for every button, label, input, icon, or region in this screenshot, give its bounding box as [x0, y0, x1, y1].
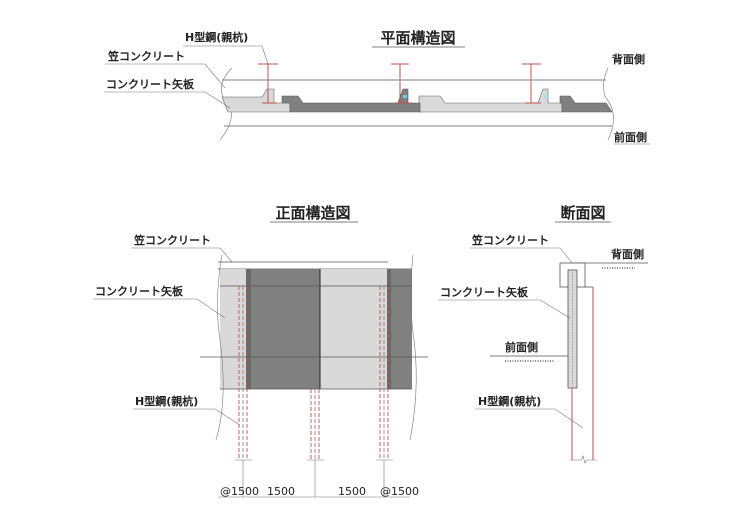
dimension-label: 1500 — [338, 485, 366, 498]
dark-panel — [387, 269, 412, 389]
label-coping: 笠コンクリート — [107, 49, 185, 63]
break-line-left — [215, 254, 224, 441]
dimension-label: 1500 — [267, 485, 295, 498]
leader-line — [104, 91, 231, 109]
leader-line — [470, 247, 573, 264]
h-steel-pile — [238, 286, 248, 460]
dark-panel — [281, 88, 421, 113]
label-panel: コンクリート矢板 — [95, 284, 184, 298]
break-line-right — [409, 254, 417, 441]
label-panel: コンクリート矢板 — [106, 77, 195, 91]
label-front-side: 前面側 — [505, 340, 538, 354]
pile-flange — [246, 269, 251, 389]
joint-marker — [544, 95, 548, 98]
pile-flange — [387, 269, 391, 389]
leader-line — [133, 408, 241, 426]
dimension-label: @1500 — [220, 485, 259, 498]
leader-line — [131, 247, 233, 263]
break-mark — [570, 455, 597, 464]
label-panel: コンクリート矢板 — [440, 285, 529, 299]
plan-view-title: 平面構造図 — [380, 29, 455, 47]
label-h-steel: H型鋼(親杭) — [478, 394, 541, 408]
h-steel-pile — [391, 63, 412, 104]
dimension-label: @1500 — [380, 485, 419, 498]
dark-panel — [246, 269, 320, 389]
light-panel — [418, 88, 563, 113]
label-back-side: 背面側 — [612, 52, 645, 66]
h-steel-pile — [522, 63, 541, 104]
dark-panel — [559, 95, 613, 113]
light-panel — [320, 269, 387, 389]
label-h-steel: H型鋼(親杭) — [135, 394, 198, 408]
light-panel — [220, 269, 246, 389]
break-line-right — [603, 67, 614, 141]
leader-line — [105, 63, 226, 89]
plan-view: 平面構造図 H型鋼(親杭) 笠コンクリート コンクリート矢板 背面側 前面側 — [104, 29, 650, 145]
section-view: 断面図 笠コンクリート 背面側 コンクリート矢板 前面側 H型鋼(親杭) — [438, 204, 648, 464]
h-steel-pile — [310, 389, 320, 460]
label-front-side: 前面側 — [614, 130, 647, 144]
front-view-title: 正面構造図 — [275, 204, 350, 222]
h-steel-pile — [379, 286, 389, 460]
label-back-side: 背面側 — [611, 247, 644, 261]
leader-line — [183, 45, 269, 65]
label-coping: 笠コンクリート — [133, 233, 211, 247]
front-view: 正面構造図 @1500 1500 1500 @1500 笠コンクリート — [93, 204, 428, 498]
label-h-steel: H型鋼(親杭) — [185, 30, 248, 44]
section-view-title: 断面図 — [560, 204, 605, 222]
joint-marker — [403, 95, 407, 98]
leader-line — [93, 298, 226, 319]
light-panel — [221, 88, 291, 113]
leader-line — [438, 299, 571, 319]
label-coping: 笠コンクリート — [471, 233, 549, 247]
leader-line — [475, 408, 584, 429]
